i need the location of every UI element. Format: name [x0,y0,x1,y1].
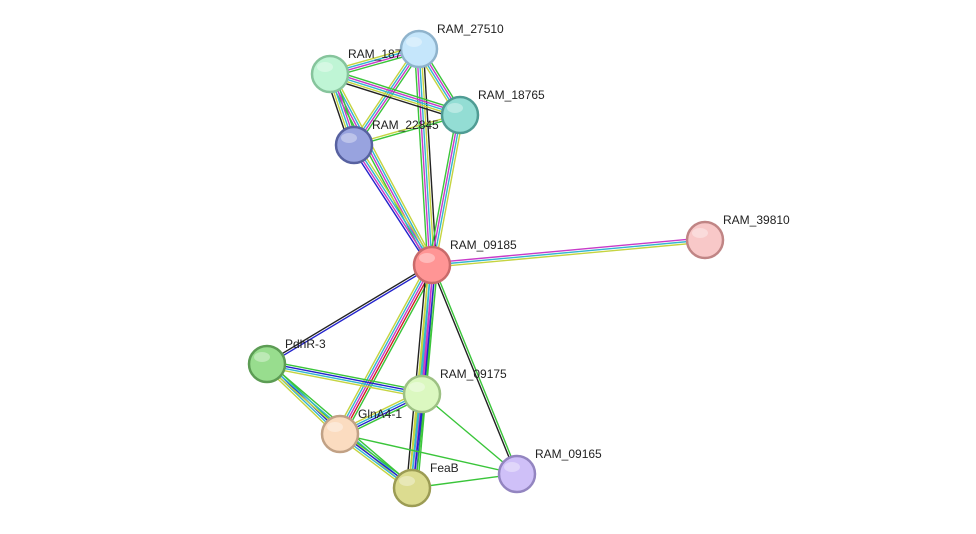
node-highlight [317,62,333,72]
node-highlight [341,133,357,143]
node-highlight [327,422,343,432]
edge-RAM_187xx-RAM_18765[interactable] [328,69,462,120]
edge-line-textmining [332,72,436,264]
edge-line-coexpression [422,48,438,265]
nodes-layer: RAM_09185 RAM_27510RAM_187RAM_18765RAM_22… [247,22,790,508]
edge-line-textmining [266,366,422,398]
node-circle[interactable] [685,220,725,260]
edges-layer [264,45,706,492]
node-pdhr-3[interactable]: PdhR-3 [247,337,326,384]
edge-line-coexpression [328,77,459,120]
edge-line-textmining [329,75,460,118]
edge-line-experiments [339,264,433,435]
node-label: FeaB [430,461,459,475]
node-circle[interactable] [440,95,480,135]
edge-line-neighborhood [339,433,518,475]
node-label: GlnA4-1 [358,407,402,421]
edge-line-neighborhood [428,114,458,265]
edge-line-experiments [416,49,431,266]
edge-line-databases [432,115,462,266]
edge-line-databases [354,144,434,265]
edge-line-experiments [354,49,421,147]
node-label: RAM_09165 [535,447,602,461]
edge-line-experiments [330,71,461,114]
node-label: RAM_27510 [437,22,504,36]
edge-line-cooccurrence [267,362,423,394]
node-circle[interactable] [412,245,452,285]
edge-RAM_09185-PdhR-3[interactable] [266,263,433,366]
edge-line-textmining [432,241,706,268]
node-highlight [504,462,520,472]
edge-line-fusion [341,265,435,436]
edge-RAM_09185-RAM_22845[interactable] [350,142,436,268]
edge-line-experiments [431,237,705,264]
node-ram_27510[interactable]: RAM_27510 [399,22,504,69]
node-highlight [409,382,425,392]
edge-line-experiments [352,145,432,266]
node-circle[interactable] [399,29,439,69]
node-circle[interactable] [320,414,360,454]
edge-GlnA4-1-RAM_09165[interactable] [339,433,518,475]
edge-line-databases [418,48,433,266]
edge-line-neighborhood [432,264,519,474]
edge-RAM_09185-RAM_18765[interactable] [428,114,464,266]
node-ram_22845[interactable]: RAM_22845 [334,118,439,165]
node-highlight [406,37,422,47]
node-circle[interactable] [402,374,442,414]
edge-line-databases [337,263,431,434]
node-feab[interactable]: FeaB [392,461,459,508]
edge-RAM_09185-RAM_27510[interactable] [413,48,438,266]
edge-line-neighborhood [331,69,462,112]
node-highlight [692,228,708,238]
node-circle[interactable] [247,344,287,384]
edge-line-cooccurrence [350,146,430,268]
node-highlight [254,352,270,362]
edge-line-neighborhood [267,360,423,392]
node-label: PdhR-3 [285,337,326,351]
node-circle[interactable] [334,125,374,165]
node-ram_09175[interactable]: RAM_09175 [402,367,507,414]
node-label: RAM_39810 [723,213,790,227]
edge-RAM_09185-RAM_39810[interactable] [431,237,706,268]
edge-line-databases [266,364,422,396]
edge-line-neighborhood [413,49,429,266]
edge-RAM_09185-RAM_09165[interactable] [430,264,519,475]
node-ram_39810[interactable]: RAM_39810 [685,213,790,260]
edge-line-cooccurrence [267,265,433,366]
edge-line-neighborhood [343,266,437,437]
node-ram_09185[interactable]: RAM_09185 [412,238,517,285]
edge-line-coexpression [266,263,432,364]
node-circle[interactable] [497,454,537,494]
node-label: RAM_09185 [450,238,517,252]
node-glna4-1[interactable]: GlnA4-1 [320,407,402,454]
edge-line-textmining [434,115,464,266]
node-label: RAM_09175 [440,367,507,381]
node-highlight [419,253,435,263]
node-circle[interactable] [310,54,350,94]
edge-line-coexpression [430,265,517,475]
node-ram_187xx[interactable]: RAM_187 [310,47,402,94]
edge-RAM_09185-GlnA4-1[interactable] [335,262,437,437]
edge-line-neighborhood [421,393,518,475]
edge-line-experiments [430,114,460,265]
edge-line-databases [329,73,461,116]
edge-line-textmining [356,142,436,264]
edge-line-databases [330,73,434,265]
node-label: RAM_18765 [478,88,545,102]
edge-line-databases [431,239,706,266]
node-ram_09165[interactable]: RAM_09165 [497,447,602,494]
edge-RAM_09175-RAM_09165[interactable] [421,393,518,475]
edge-line-textmining [335,262,429,433]
node-circle[interactable] [392,468,432,508]
node-label: RAM_22845 [372,118,439,132]
node-label: RAM_187 [348,47,402,61]
edge-PdhR-3-RAM_09175[interactable] [266,360,423,398]
node-ram_18765[interactable]: RAM_18765 [440,88,545,135]
edge-line-textmining [420,48,435,265]
node-highlight [399,476,415,486]
edge-line-neighborhood [356,50,423,148]
node-highlight [447,103,463,113]
